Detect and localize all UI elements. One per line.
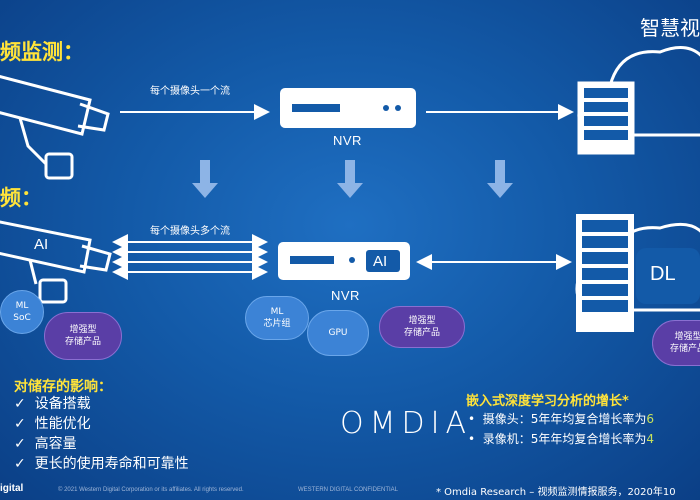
top-nvr-label: NVR (333, 133, 362, 148)
nvr-ai-label: AI (373, 253, 388, 270)
impact-item: ✓ 性能优化 (14, 416, 91, 432)
nvr-enhanced-storage-badge: 增强型 存储产品 (379, 306, 465, 348)
security-camera-icon (0, 75, 110, 180)
multi-stream-label: 每个摄像头多个流 (150, 226, 230, 237)
growth-title: 嵌入式深度学习分析的增长* (466, 394, 629, 409)
copyright-text: © 2021 Western Digital Corporation or it… (58, 487, 244, 493)
bottom-nvr-label: NVR (331, 288, 360, 303)
cloud-dl-label: DL (650, 263, 676, 285)
section-title-top: 频监测： (0, 40, 84, 64)
impact-list: ✓ 设备搭载 ✓ 性能优化 ✓ 高容量 ✓ 更长的使用寿命和可靠性 (14, 394, 189, 474)
down-arrow-icon (192, 160, 513, 198)
impact-item: ✓ 设备搭载 (14, 396, 91, 412)
ai-nvr-device-icon (278, 242, 410, 280)
cloud-enhanced-storage-badge: 增强型 存储产品 (652, 320, 700, 366)
ai-camera-icon (0, 220, 112, 304)
dl-cloud-server-icon (575, 214, 700, 332)
cloud-server-icon (577, 46, 700, 155)
bottom-flow-graphic (0, 214, 700, 332)
western-digital-logo: igital (0, 483, 24, 494)
nvr-device-icon (280, 88, 416, 128)
impact-item: ✓ 高容量 (14, 436, 77, 452)
growth-row-camera: • 摄像头：5年年均复合增长率为6 (468, 412, 655, 426)
smart-video-title: 智慧视 (640, 16, 700, 40)
camera-ai-label: AI (34, 236, 49, 253)
ml-soc-badge: ML SoC (0, 290, 44, 334)
gpu-badge: GPU (307, 310, 369, 356)
top-flow-graphic (0, 46, 700, 198)
omdia-logo: OMDIA (340, 406, 472, 441)
section-title-mid: 频： (0, 186, 42, 210)
multi-stream-arrows (112, 234, 268, 280)
impact-item: ✓ 更长的使用寿命和可靠性 (14, 456, 189, 472)
source-note: * Omdia Research – 视频监测情报服务，2020年10 (436, 487, 676, 498)
impact-title: 对储存的影响： (14, 379, 112, 395)
top-stream-label: 每个摄像头一个流 (150, 86, 230, 97)
confidential-text: WESTERN DIGITAL CONFIDENTIAL (298, 487, 399, 493)
growth-row-recorder: • 录像机：5年年均复合增长率为4 (468, 432, 655, 446)
camera-enhanced-storage-badge: 增强型 存储产品 (44, 312, 122, 360)
ml-chipset-badge: ML 芯片组 (245, 296, 309, 340)
